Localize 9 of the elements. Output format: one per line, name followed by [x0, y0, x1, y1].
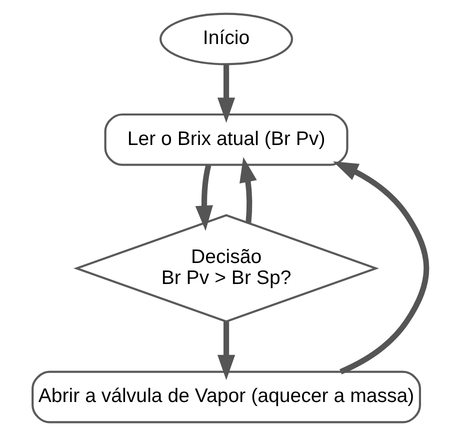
arrow: [332, 161, 429, 374]
node-box: Abrir a válvula de Vapor (aquecer a massa): [31, 370, 421, 424]
arrow: [216, 322, 235, 380]
node-diamond: Decisão Br Pv > Br Sp?: [73, 214, 379, 323]
node-ellipse: Início: [159, 12, 293, 66]
arrow: [239, 157, 256, 224]
node-box: Ler o Brix atual (Br Pv): [104, 113, 348, 166]
arrow: [194, 164, 212, 231]
arrow: [216, 64, 235, 123]
